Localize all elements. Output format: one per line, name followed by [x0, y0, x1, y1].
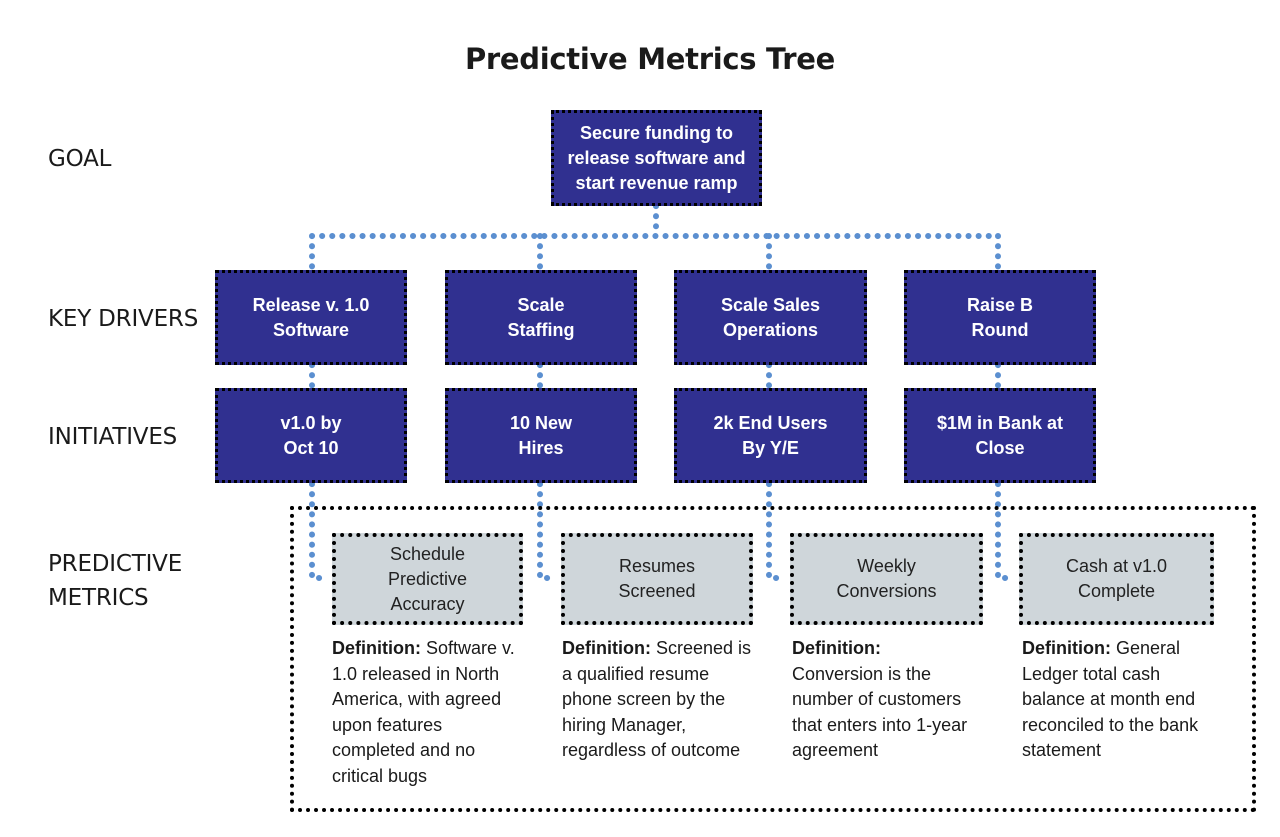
metric-definition-2: Definition: Screened is a qualified resu…: [562, 636, 760, 764]
row-label-key-drivers: KEY DRIVERS: [48, 306, 199, 332]
key-driver-text: Release v. 1.0 Software: [252, 294, 370, 340]
goal-connector: [309, 203, 1001, 271]
metric-name: Weekly Conversions: [836, 556, 937, 601]
key-driver-box-3: Scale Sales Operations: [674, 270, 867, 365]
metric-name: Schedule Predictive Accuracy: [387, 543, 468, 614]
row-label-initiatives: INITIATIVES: [48, 424, 178, 450]
key-driver-box-2: Scale Staffing: [445, 270, 637, 365]
metric-definition-3: Definition: Conversion is the number of …: [792, 636, 988, 764]
initiative-text: 2k End Users By Y/E: [713, 412, 828, 458]
definition-text: Software v. 1.0 released in North Americ…: [332, 638, 515, 786]
initiative-box-1: v1.0 by Oct 10: [215, 388, 407, 483]
initiative-box-2: 10 New Hires: [445, 388, 637, 483]
initiative-text: $1M in Bank at Close: [936, 412, 1064, 458]
goal-text: Secure funding to release software and s…: [567, 122, 746, 193]
key-driver-text: Scale Sales Operations: [720, 294, 821, 340]
metric-name: Resumes Screened: [618, 556, 696, 601]
initiative-text: 10 New Hires: [509, 412, 573, 458]
definition-label: Definition:: [792, 638, 881, 658]
initiative-box-4: $1M in Bank at Close: [904, 388, 1096, 483]
key-driver-text: Scale Staffing: [507, 294, 575, 340]
row-label-predictive-line2: METRICS: [48, 585, 149, 611]
metric-box-2: Resumes Screened: [561, 533, 753, 625]
key-driver-box-4: Raise B Round: [904, 270, 1096, 365]
key-driver-text: Raise B Round: [966, 294, 1034, 340]
key-driver-box-1: Release v. 1.0 Software: [215, 270, 407, 365]
definition-label: Definition:: [332, 638, 421, 658]
row-label-goal: GOAL: [48, 146, 112, 172]
row-label-predictive-line1: PREDICTIVE: [48, 551, 183, 577]
metric-box-1: Schedule Predictive Accuracy: [332, 533, 523, 625]
definition-label: Definition:: [562, 638, 651, 658]
initiative-text: v1.0 by Oct 10: [280, 412, 342, 458]
metric-definition-1: Definition: Software v. 1.0 released in …: [332, 636, 530, 789]
definition-text: Conversion is the number of customers th…: [792, 663, 968, 761]
metric-box-3: Weekly Conversions: [790, 533, 983, 625]
predictive-metrics-frame: [290, 506, 1256, 812]
initiative-box-3: 2k End Users By Y/E: [674, 388, 867, 483]
metric-box-4: Cash at v1.0 Complete: [1019, 533, 1214, 625]
goal-box: Secure funding to release software and s…: [551, 110, 762, 206]
metric-definition-4: Definition: General Ledger total cash ba…: [1022, 636, 1222, 764]
definition-text: Screened is a qualified resume phone scr…: [562, 638, 752, 760]
row-label-predictive-metrics: PREDICTIVE METRICS: [48, 547, 182, 615]
definition-text: General Ledger total cash balance at mon…: [1022, 638, 1199, 760]
diagram-title: Predictive Metrics Tree: [464, 42, 836, 76]
metric-name: Cash at v1.0 Complete: [1065, 556, 1168, 601]
definition-label: Definition:: [1022, 638, 1111, 658]
